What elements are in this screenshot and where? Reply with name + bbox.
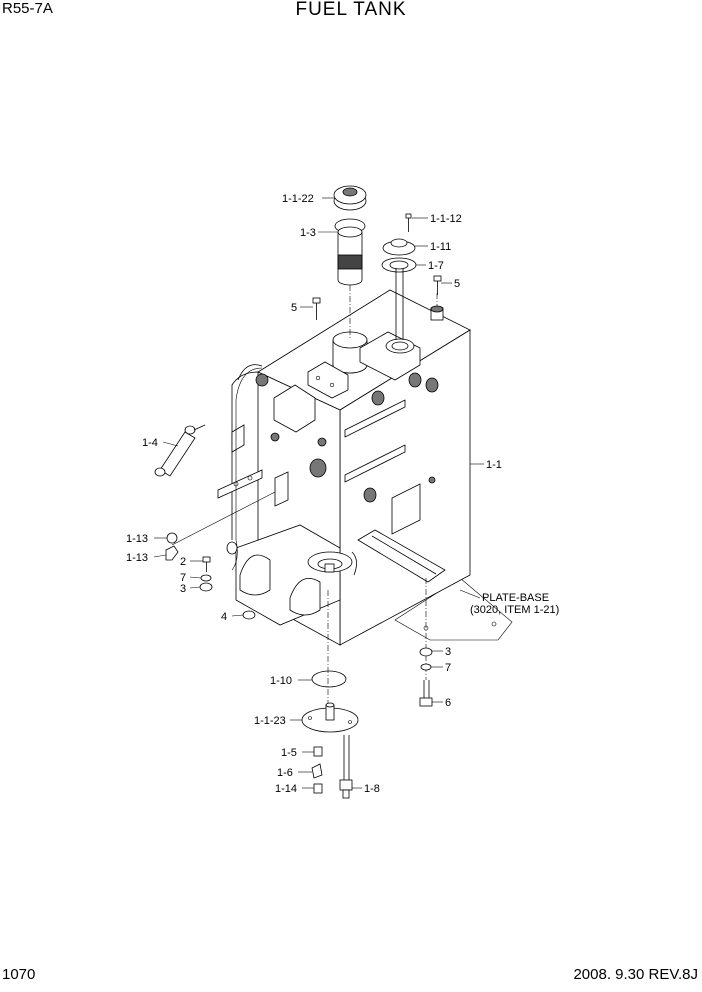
elbow-fitting-2 (165, 545, 179, 561)
fuel-cap (333, 185, 367, 211)
drain-valve-1-8 (339, 735, 353, 799)
screw (405, 213, 412, 232)
callout-1-4: 1-4 (142, 437, 158, 449)
callout-plate-base-ref: (3020, ITEM 1-21) (470, 604, 559, 616)
breather-hose (154, 424, 206, 477)
o-ring (311, 670, 347, 688)
callout-1-3: 1-3 (300, 227, 316, 239)
washer-3-right (419, 647, 433, 657)
callout-3-left: 3 (180, 583, 186, 595)
tank-bottom-rail (226, 529, 446, 616)
callout-6: 6 (445, 697, 451, 709)
drain-flange (301, 702, 359, 733)
callout-1-14: 1-14 (275, 783, 297, 795)
strainer (334, 218, 366, 286)
filler-neck (307, 331, 368, 399)
callout-1-6: 1-6 (277, 767, 293, 779)
washer-7-left (200, 574, 212, 582)
callout-4: 4 (221, 611, 227, 623)
callout-1-1: 1-1 (486, 459, 502, 471)
callout-1-1-23: 1-1-23 (254, 715, 286, 727)
callout-7-left: 7 (180, 572, 186, 584)
bolt-5-left (312, 297, 321, 320)
callout-1-13-upper: 1-13 (126, 533, 148, 545)
tank-side-details (217, 372, 439, 535)
washer-4 (242, 610, 256, 620)
wire-harness (231, 367, 263, 571)
plug-1-5 (313, 746, 323, 757)
fitting-1-14 (313, 783, 323, 794)
callout-1-5: 1-5 (281, 747, 297, 759)
callout-2: 2 (180, 556, 186, 568)
leader-lines (153, 197, 484, 789)
callout-5-left: 5 (291, 302, 297, 314)
callout-1-11: 1-11 (430, 241, 451, 253)
callout-1-1-22: 1-1-22 (282, 193, 314, 205)
callout-7-right: 7 (445, 662, 451, 674)
fuel-sender (382, 238, 416, 256)
callout-1-12: 1-1-12 (430, 213, 462, 225)
callout-1-10: 1-10 (270, 675, 292, 687)
washer-7-right (420, 663, 432, 671)
elbow-fitting-1 (166, 532, 178, 544)
bolt-5-right (430, 275, 444, 321)
page-number: 1070 (2, 966, 36, 983)
gauge-boss (359, 268, 421, 381)
callout-plate-base: PLATE-BASE (482, 592, 549, 604)
callout-3-right: 3 (445, 646, 451, 658)
callout-1-8: 1-8 (364, 783, 380, 795)
bolt-2 (202, 556, 211, 572)
sender-gasket (381, 257, 417, 273)
bolt-6 (419, 680, 433, 707)
callout-1-13-lower: 1-13 (126, 552, 148, 564)
callout-5-right: 5 (454, 278, 460, 290)
washer-3-left (199, 582, 213, 592)
model-code: R55-7A (2, 0, 53, 17)
revision-date: 2008. 9.30 REV.8J (573, 966, 698, 983)
elbow-1-6 (311, 763, 323, 779)
callout-1-7: 1-7 (428, 260, 444, 272)
page-title: FUEL TANK (295, 0, 407, 20)
